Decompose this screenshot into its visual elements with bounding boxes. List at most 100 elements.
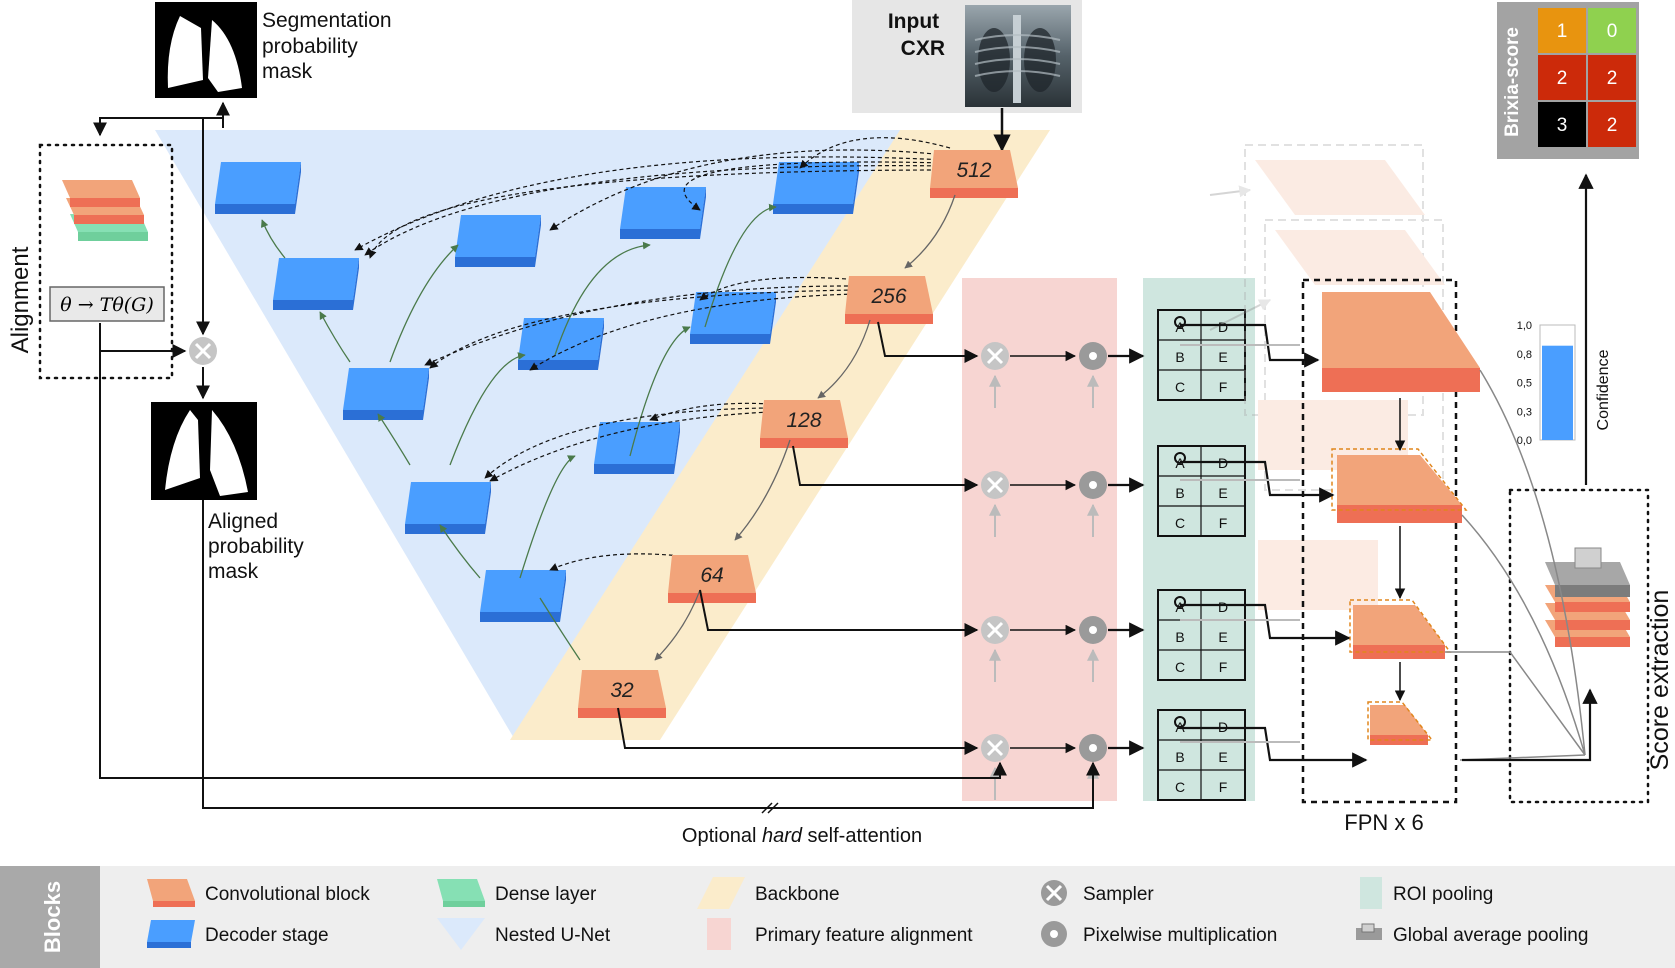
roi-cell-label: B [1175,749,1184,765]
roi-cell-label: D [1218,319,1228,335]
brixia-cell: 3 [1538,102,1586,147]
legend-item-roi-pooling: ROI pooling [1360,877,1493,909]
sampler-icon [981,616,1009,644]
fpn-levels [1322,292,1480,745]
backbone-block-256: 256 [845,276,933,324]
alignment-formula: θ → Tθ(G) [60,294,154,316]
decoder-stage-block [480,570,566,622]
legend-label: Dense layer [495,884,597,905]
decoder-stage-block [455,215,541,267]
legend-bar [0,866,1675,968]
score-extraction-box [1508,488,1650,804]
conv-block-icon [147,879,195,907]
decoder-stage-block [343,368,429,420]
backbone-block-label: 32 [610,679,634,702]
roi-cell-label: C [1175,779,1185,795]
legend-label: Convolutional block [205,884,370,905]
legend-item-alignment: Primary feature alignment [707,918,973,950]
confidence-tick: 0,5 [1517,378,1532,390]
roi-cell-label: D [1218,599,1228,615]
sampler-icon [981,734,1009,762]
sampler-icon [1041,880,1067,906]
optional-attention-label: Optional hard self-attention [682,825,922,847]
backbone-blocks: 512 256 128 64 32 [578,150,1018,718]
legend-item-decoder-stage: Decoder stage [147,920,329,948]
decoder-stages [215,162,859,622]
segmentation-label: Segmentation probability mask [262,9,397,83]
decoder-stage-block [773,162,859,214]
backbone-downsampling-arrows [654,194,956,661]
dense-layer-icon [437,879,485,907]
pixelwise-multiplication-icon [1079,734,1107,762]
backbone-block-label: 512 [956,159,991,182]
fpn-label: FPN x 6 [1344,810,1423,835]
score-head-stack [1545,547,1630,647]
pixelwise-multiplication-icon [1079,471,1107,499]
aligned-label: Aligned probability mask [208,510,310,583]
legend-item-conv-block: Convolutional block [147,879,370,907]
decoder-stage-block [690,292,776,344]
backbone-block-label: 64 [700,564,723,587]
backbone-icon [697,877,745,909]
confidence-bar [1542,345,1573,440]
brixia-cell-value: 0 [1607,21,1618,42]
decoder-stage-block [518,318,604,370]
confidence-tick: 1,0 [1517,320,1532,332]
alignment-rows [981,342,1145,800]
legend-item-nested-unet: Nested U-Net [437,918,611,950]
alignment-box [38,143,174,380]
legend-item-dense-layer: Dense layer [437,879,597,907]
aligned-mask-image [151,402,257,500]
alignment-feedback-line [99,323,1007,779]
roi-cell-label: E [1218,485,1227,501]
legend-label: ROI pooling [1393,884,1493,905]
input-cxr-image [965,5,1071,107]
input-title: Input CXR [888,10,945,60]
legend-title: Blocks [40,881,65,953]
score-extraction-label: Score extraction [1646,590,1674,771]
brixia-cell: 2 [1588,55,1636,100]
roi-cell-label: E [1218,749,1227,765]
legend-item-backbone: Backbone [697,877,840,909]
attention-line [202,500,1100,809]
roi-faded-outputs [1180,344,1300,743]
fpn-box [1301,278,1458,804]
nested-unet-region [155,130,985,740]
legend-label: Backbone [755,884,840,905]
confidence-tick: 0,8 [1517,349,1532,361]
alignment-title: Alignment [7,246,34,353]
decoder-stage-icon [147,920,195,948]
backbone-block-label: 256 [870,285,906,308]
roi-cell-label: C [1175,379,1185,395]
legend-label: Decoder stage [205,925,329,946]
roi-cell-label: B [1175,349,1184,365]
roi-pooling-icon [1360,877,1382,909]
decoder-stage-block [594,422,680,474]
gap-icon [1356,923,1382,940]
confidence-tick: 0,3 [1517,406,1532,418]
roi-to-fpn-arrows [1180,323,1368,768]
skip-connections [354,137,951,571]
brixia-cell: 1 [1538,8,1586,53]
brixia-cell: 2 [1538,55,1586,100]
legend-item-sampler: Sampler [1041,880,1154,906]
alignment-row [981,471,1145,537]
alignment-row [981,342,1145,408]
backbone-block-128: 128 [760,400,848,448]
backbone-block-512: 512 [930,150,1018,198]
roi-pooling-column [1143,278,1255,801]
roi-cell-label: F [1219,779,1228,795]
sampler-icon [981,342,1009,370]
roi-cell-label: C [1175,659,1185,675]
roi-cell-label: F [1219,379,1228,395]
segmentation-mask-image [155,2,257,98]
brixia-cell: 2 [1588,102,1636,147]
legend-label: Pixelwise multiplication [1083,925,1277,946]
pixelwise-multiplication-icon [1079,616,1107,644]
roi-cell-label: F [1219,659,1228,675]
fpn-faded-layers [1209,144,1445,610]
decoder-stage-block [405,482,491,534]
